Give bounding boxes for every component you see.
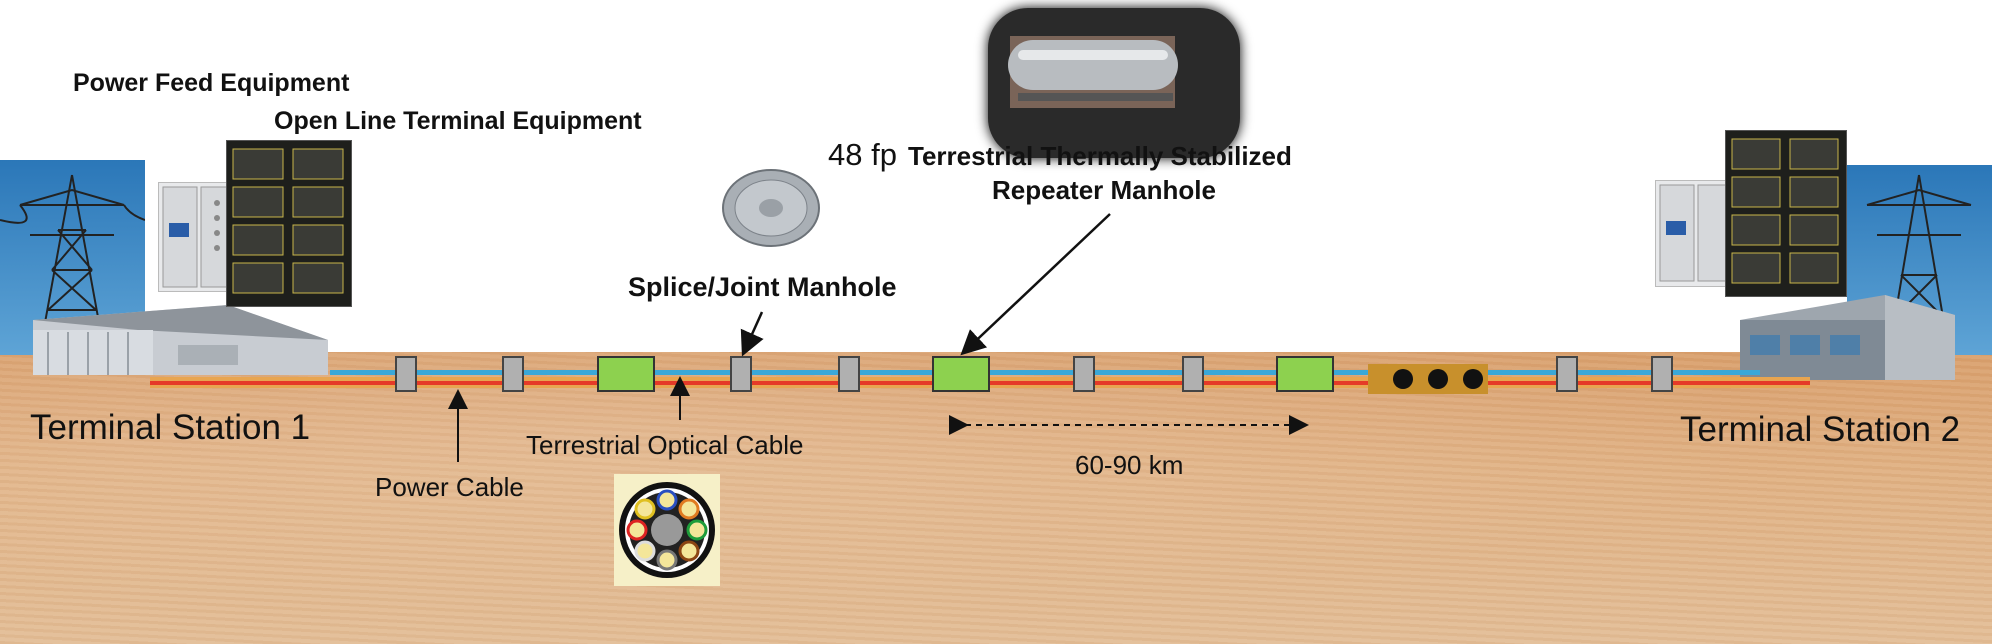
repeater-manhole-prefix: 48 fp: [828, 137, 897, 172]
span-distance-label: 60-90 km: [1075, 450, 1183, 481]
repeater-manhole-arrow: [964, 214, 1110, 352]
splice-manhole-arrow: [744, 312, 762, 352]
optical-cable-label: Terrestrial Optical Cable: [526, 430, 803, 461]
station1-label: Terminal Station 1: [30, 408, 310, 448]
splice-manhole-label: Splice/Joint Manhole: [628, 272, 897, 303]
power-cable-label: Power Cable: [375, 472, 524, 503]
repeater-manhole-label: 48 fp: [828, 137, 897, 173]
repeater-manhole-line2: Repeater Manhole: [992, 175, 1216, 206]
power-feed-label: Power Feed Equipment: [73, 69, 349, 98]
station2-label: Terminal Station 2: [1680, 410, 1960, 450]
repeater-manhole-line1: Terrestrial Thermally Stabilized: [908, 141, 1292, 172]
open-line-label: Open Line Terminal Equipment: [274, 107, 642, 136]
